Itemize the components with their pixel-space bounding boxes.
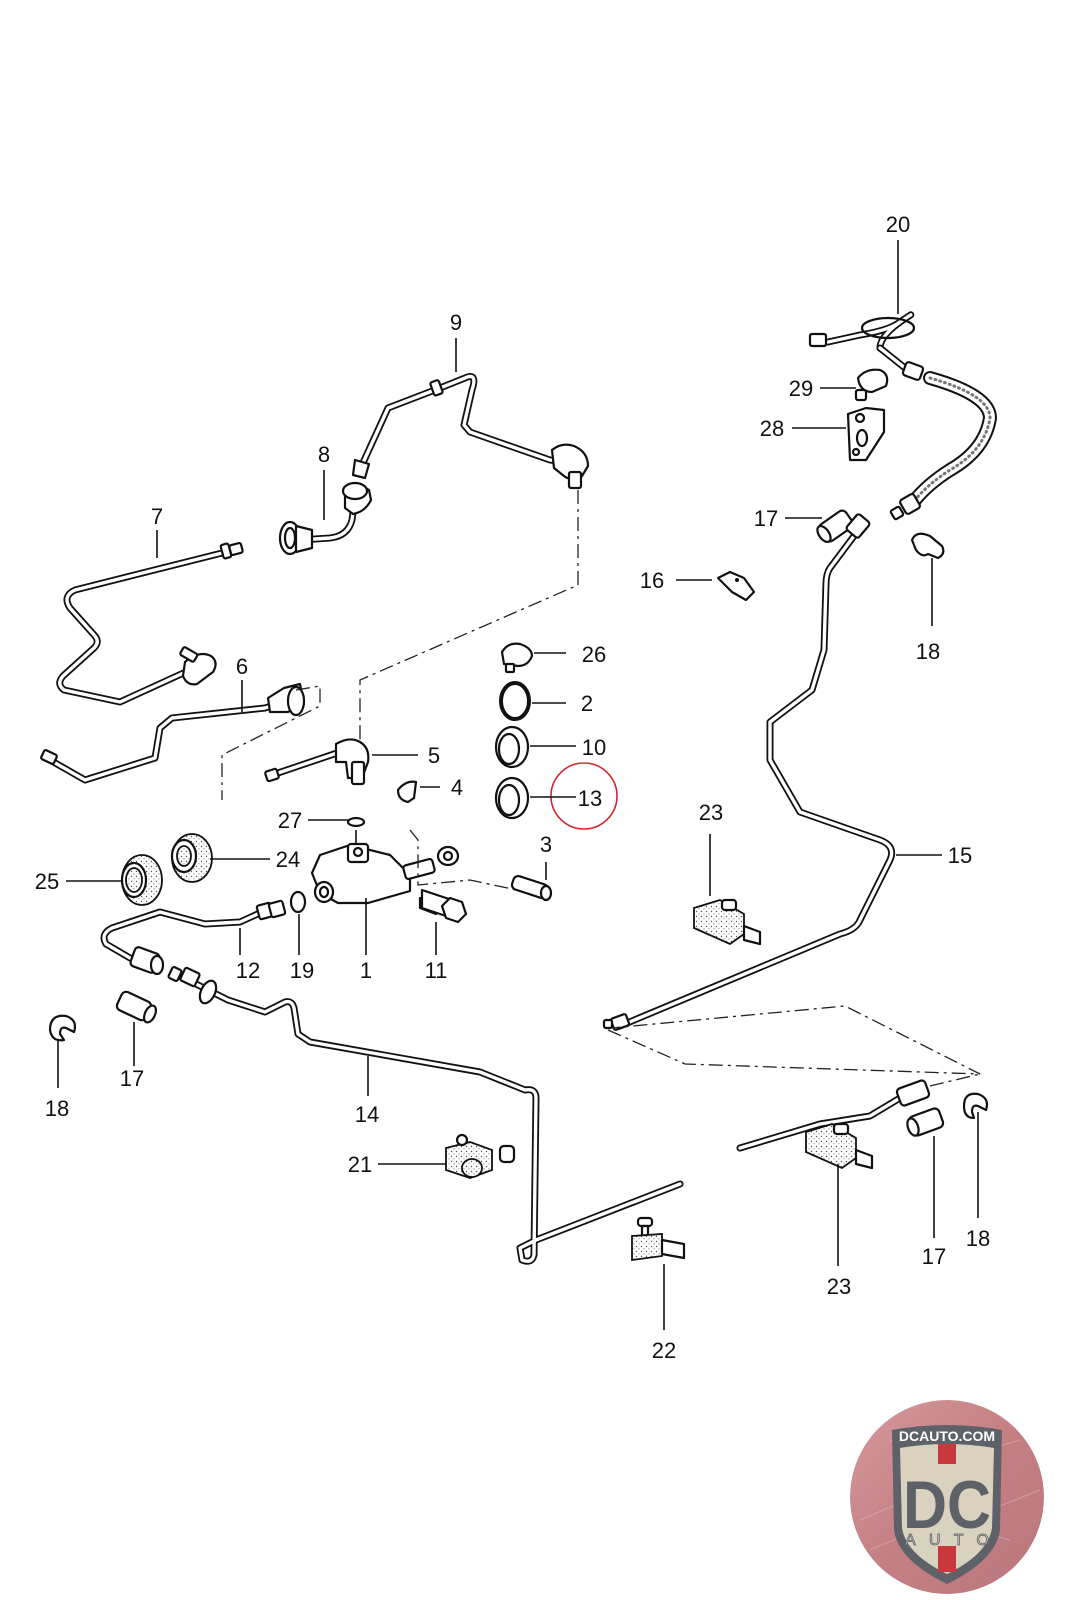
part-17-fitting-right — [906, 1107, 945, 1137]
part-3-pin — [510, 874, 553, 902]
part-4-clip — [396, 780, 418, 804]
part-5-elbow-hose — [264, 490, 579, 786]
callout-13[interactable]: 13 — [578, 786, 602, 811]
callout-11[interactable]: 11 — [425, 958, 448, 983]
leader-lines — [57, 240, 979, 1330]
part-13-seal — [494, 776, 530, 820]
callout-14[interactable]: 14 — [355, 1102, 379, 1127]
logo-top-text: DCAUTO.COM — [899, 1428, 995, 1444]
part-28-bracket — [846, 406, 886, 462]
callout-24[interactable]: 24 — [276, 847, 300, 872]
callout-10[interactable]: 10 — [582, 735, 606, 760]
callout-17-top[interactable]: 17 — [754, 506, 778, 531]
callout-17-right[interactable]: 17 — [922, 1244, 946, 1269]
part-18-clip-top — [910, 532, 945, 560]
part-10-seal — [494, 725, 530, 769]
highlight-circle-part-13 — [550, 762, 618, 830]
part-22-clip — [631, 1216, 686, 1262]
part-23-clip-lower — [805, 1122, 874, 1170]
callout-1[interactable]: 1 — [360, 958, 372, 983]
callout-labels: 9 8 7 6 5 4 27 3 24 25 12 19 1 11 26 2 1… — [35, 212, 990, 1363]
logo-main-text: DC — [903, 1467, 991, 1543]
callout-9[interactable]: 9 — [450, 310, 462, 335]
callout-22[interactable]: 22 — [652, 1338, 676, 1363]
part-7-pipe — [56, 541, 244, 706]
part-18-clip-left — [48, 1014, 77, 1042]
part-21-clip — [445, 1133, 516, 1179]
part-17-fitting-top — [816, 509, 854, 544]
part-16-clip — [716, 570, 756, 602]
part-12-pipe — [100, 899, 287, 976]
part-29-grommet — [854, 368, 889, 402]
callout-29[interactable]: 29 — [789, 376, 813, 401]
logo-stripe-top — [938, 1444, 956, 1464]
part-11-bolt — [418, 888, 468, 924]
callout-26[interactable]: 26 — [582, 642, 606, 667]
logo-stripe-bottom — [938, 1546, 956, 1572]
part-1-slave-cylinder — [310, 829, 541, 905]
callout-16[interactable]: 16 — [640, 568, 664, 593]
part-25-seal — [120, 854, 163, 906]
dcauto-logo: DCAUTO.COM DC AUTO — [850, 1400, 1044, 1594]
part-17-fitting-left — [115, 990, 158, 1024]
part-27-o-ring — [346, 816, 366, 828]
callout-4[interactable]: 4 — [451, 775, 463, 800]
callout-3[interactable]: 3 — [540, 832, 552, 857]
callout-27[interactable]: 27 — [278, 808, 302, 833]
part-2-o-ring — [499, 681, 531, 721]
callout-8[interactable]: 8 — [318, 442, 330, 467]
part-14-pipe — [167, 966, 684, 1265]
callout-7[interactable]: 7 — [151, 504, 163, 529]
part-24-seal — [170, 833, 213, 883]
part-26-clip — [500, 642, 534, 674]
callout-18-right[interactable]: 18 — [966, 1226, 990, 1251]
callout-20[interactable]: 20 — [886, 212, 910, 237]
callout-15[interactable]: 15 — [948, 843, 972, 868]
callout-18-left[interactable]: 18 — [45, 1096, 69, 1121]
callout-25[interactable]: 25 — [35, 869, 59, 894]
part-9-pipe — [351, 373, 590, 490]
part-15-pipe — [602, 513, 981, 1075]
callout-18-top[interactable]: 18 — [916, 639, 940, 664]
part-20-hose — [808, 311, 997, 521]
part-23-clip-upper — [693, 898, 762, 946]
callout-17-left[interactable]: 17 — [120, 1066, 144, 1091]
callout-19[interactable]: 19 — [290, 958, 314, 983]
part-18-clip-right — [962, 1092, 989, 1120]
callout-21[interactable]: 21 — [348, 1152, 372, 1177]
callout-23-lower[interactable]: 23 — [827, 1274, 851, 1299]
callout-5[interactable]: 5 — [428, 743, 440, 768]
part-8-grommet-hose — [278, 481, 373, 556]
part-19-o-ring — [289, 890, 307, 914]
callout-23-upper[interactable]: 23 — [699, 800, 723, 825]
part-6-pipe — [40, 682, 321, 800]
lower-connecting-pipe — [736, 1073, 981, 1152]
callout-28[interactable]: 28 — [760, 416, 784, 441]
callout-2[interactable]: 2 — [581, 691, 593, 716]
callout-6[interactable]: 6 — [236, 654, 248, 679]
callout-12[interactable]: 12 — [236, 958, 260, 983]
